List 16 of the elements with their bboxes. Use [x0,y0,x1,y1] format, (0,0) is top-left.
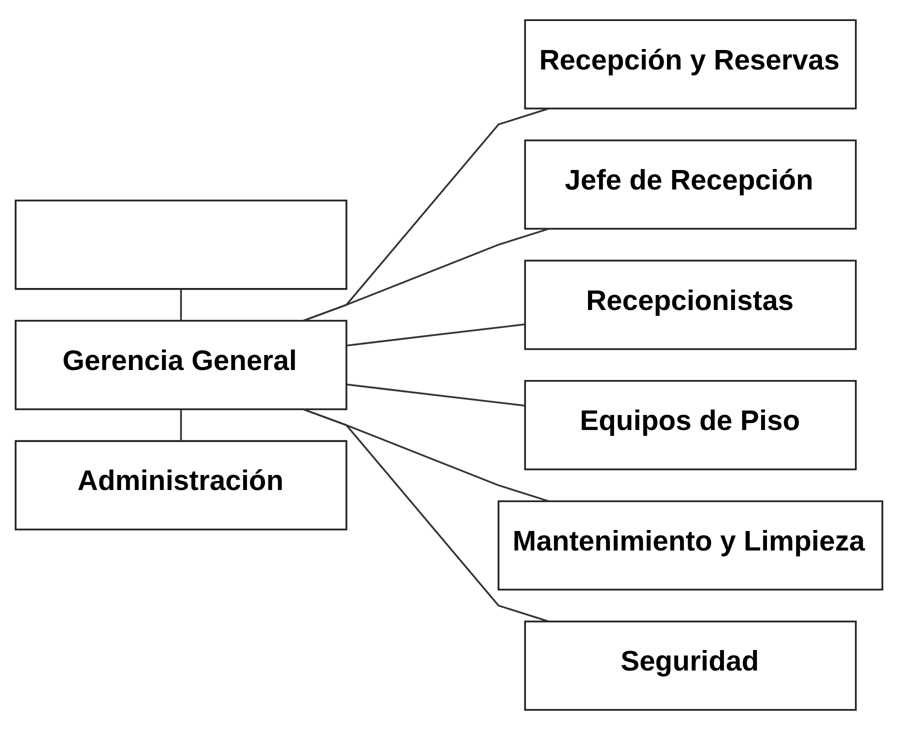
node-box: Gerencia General [14,319,348,410]
node-box [14,199,348,290]
node-box: Seguridad [524,620,857,710]
node-box: Equipos de Piso [524,380,857,470]
connector [346,323,524,346]
connector [180,288,182,320]
connector [303,228,549,321]
connector [346,383,524,406]
node-box: Recepción y Reservas [524,18,857,109]
connector [180,408,182,440]
node-box: Mantenimiento y Limpieza [498,500,884,590]
connector [303,408,549,622]
connector [303,107,549,321]
node-box: Administración [14,440,348,530]
node-box: Jefe de Recepción [524,138,857,230]
node-box: Recepcionistas [524,259,857,350]
